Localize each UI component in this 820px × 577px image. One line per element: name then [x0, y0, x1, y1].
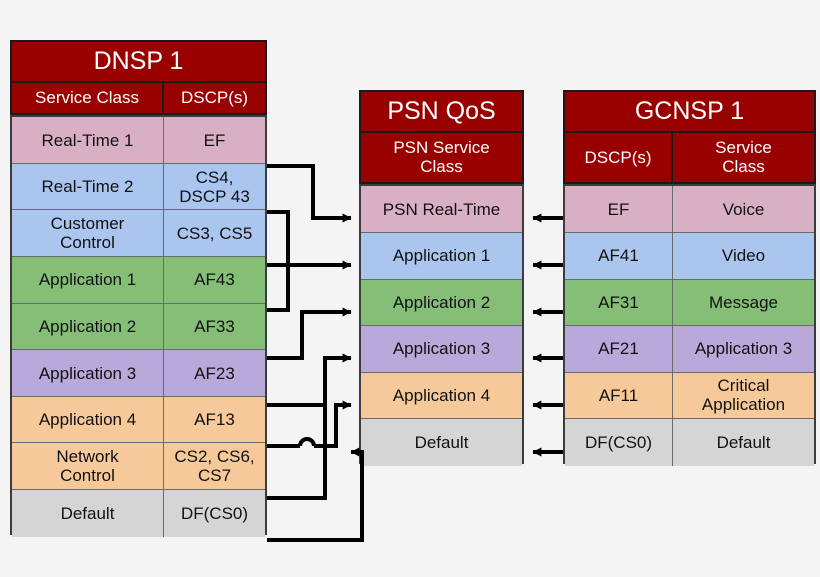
gcnsp-cell-dscp: AF11	[565, 372, 673, 419]
gcnsp-cell-service-class: Message	[709, 292, 778, 312]
psn-cell-service-class: Application 2	[392, 292, 491, 312]
table-row: AF41 Video	[565, 232, 814, 280]
dnsp-cell-dscp: EF	[203, 130, 226, 150]
dnsp-rows: Real-Time 1 EF Real-Time 2 CS4,DSCP 43 Custo…	[10, 115, 267, 537]
dnsp-cell-service-class: Application 2	[12, 303, 164, 350]
gcnsp-cell-dscp: AF41	[565, 232, 673, 279]
gcnsp-cell-dscp: AF31	[565, 279, 673, 326]
table-row: Default DF(CS0)	[12, 490, 265, 537]
dnsp-cell-service-class: Default	[12, 490, 164, 537]
link-network-control-bus	[267, 382, 327, 500]
dnsp-cell-service-class: Application 4	[12, 396, 164, 443]
gcnsp-cell-dscp: EF	[565, 186, 673, 232]
dnsp-cell-service-class: Application 1	[12, 257, 164, 303]
dnsp-cell-dscp: CS4,DSCP 43	[179, 167, 250, 206]
table-row: Default	[361, 419, 522, 466]
table-row: EF Voice	[565, 186, 814, 233]
dnsp-column-headers: Service Class DSCP(s)	[12, 83, 265, 114]
psn-cell-service-class: PSN Real-Time	[382, 199, 501, 219]
dnsp-table: DNSP 1 Service Class DSCP(s) Real-Time 1…	[10, 40, 267, 537]
table-row: AF21 Application 3	[565, 326, 814, 373]
link-default-raw	[267, 452, 360, 540]
gcnsp-cell-service-class: Video	[721, 246, 766, 266]
gcnsp-cell-service-class: Voice	[722, 199, 765, 219]
psn-cell-service-class: Default	[414, 433, 469, 453]
dnsp-cell-dscp: AF23	[194, 363, 235, 383]
gcnsp-col-dscp: DSCP(s)	[565, 133, 673, 183]
table-row: Application 4	[361, 372, 522, 420]
psn-title: PSN QoS	[361, 92, 522, 134]
dnsp-cell-service-class: Real-Time 2	[12, 163, 164, 210]
gcnsp-title: GCNSP 1	[565, 92, 814, 134]
link-bus-rt2-cc-app1	[267, 210, 290, 312]
dnsp-cell-service-class: Real-Time 1	[12, 117, 164, 163]
psn-cell-service-class: Application 3	[392, 339, 491, 359]
table-row: Application 3 AF23	[12, 350, 265, 397]
dnsp-cell-dscp: CS2, CS6,CS7	[174, 447, 255, 486]
dnsp-cell-dscp: CS3, CS5	[176, 223, 253, 243]
link-default-to-psn-default	[267, 447, 364, 542]
table-row: Application 2 AF33	[12, 303, 265, 351]
wire-hop-bump	[298, 437, 316, 447]
table-row: Application 2	[361, 279, 522, 327]
dnsp-title: DNSP 1	[12, 42, 265, 84]
link-app4-to-psn-app4	[314, 400, 352, 448]
dnsp-col-service-class: Service Class	[12, 83, 164, 114]
psn-cell-service-class: Application 1	[392, 246, 491, 266]
dnsp-col-dscp: DSCP(s)	[180, 88, 249, 108]
table-row: Application 4 AF13	[12, 396, 265, 444]
link-app2-to-psn-app2	[267, 307, 352, 360]
table-row: Real-Time 2 CS4,DSCP 43	[12, 163, 265, 211]
gcnsp-cell-dscp: AF21	[565, 326, 673, 372]
dnsp-cell-dscp: DF(CS0)	[180, 503, 249, 523]
dnsp-cell-dscp: AF33	[194, 316, 235, 336]
table-row: DF(CS0) Default	[565, 419, 814, 466]
table-row: AF31 Message	[565, 279, 814, 327]
link-realtime1-to-psn-realtime	[267, 164, 352, 223]
table-row: Application 3	[361, 326, 522, 373]
gcnsp-cell-service-class: Application 3	[694, 339, 793, 359]
gcnsp-cell-service-class: Default	[716, 433, 771, 453]
table-row: Real-Time 1 EF	[12, 117, 265, 164]
table-row: PSN Real-Time	[361, 186, 522, 233]
dnsp-cell-dscp: AF43	[194, 270, 235, 290]
table-row: Application 1	[361, 232, 522, 280]
dnsp-cell-dscp: AF13	[194, 410, 235, 430]
dnsp-header: DNSP 1 Service Class DSCP(s)	[10, 40, 267, 116]
dnsp-cell-service-class: Application 3	[12, 350, 164, 396]
gcnsp-cell-dscp: DF(CS0)	[565, 419, 673, 466]
psn-cell-service-class: Application 4	[392, 385, 491, 405]
table-row: Application 1 AF43	[12, 257, 265, 304]
link-app3-to-psn-app3	[267, 353, 352, 407]
